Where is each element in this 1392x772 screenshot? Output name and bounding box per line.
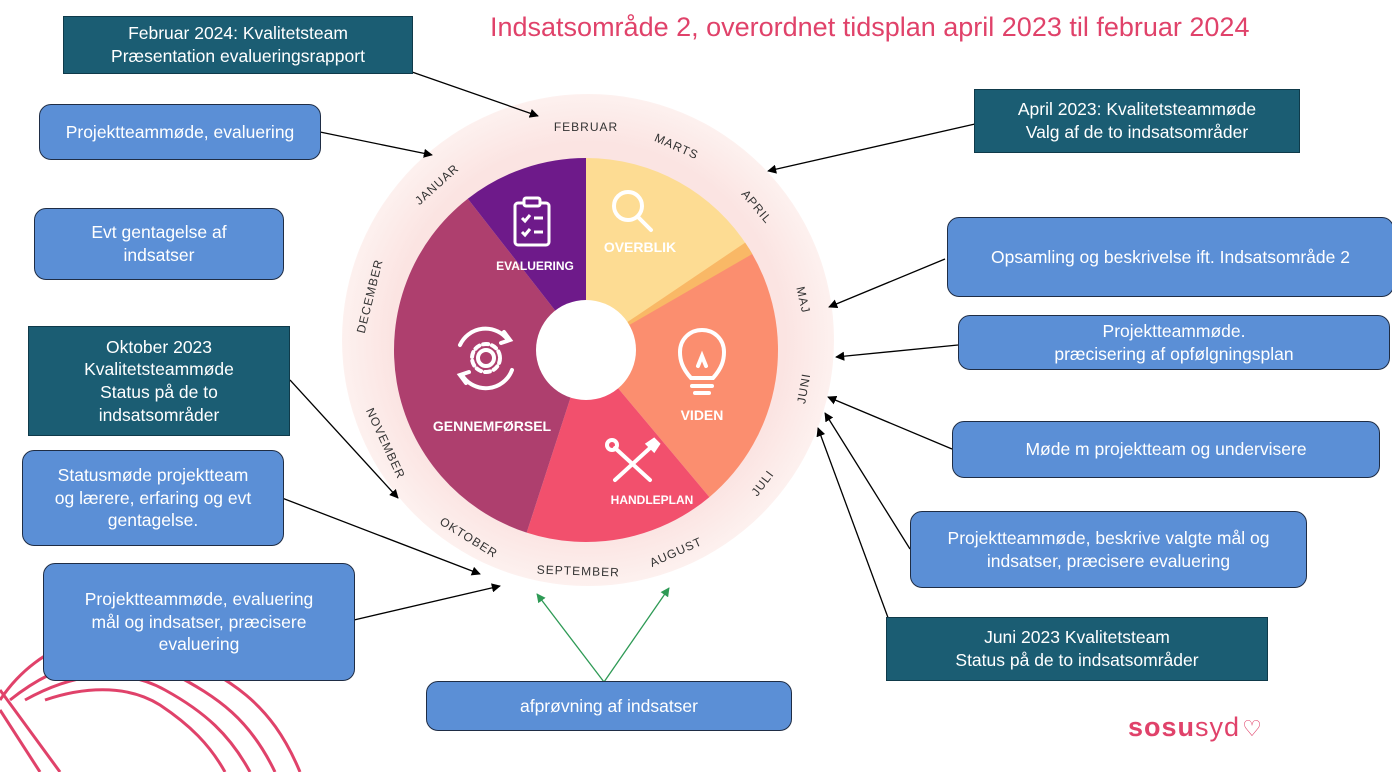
logo-light-text: syd (1195, 712, 1241, 742)
month-label-september: SEPTEMBER (537, 563, 620, 580)
arrow-maj (828, 258, 946, 309)
box-opsamling: Opsamling og beskrivelse ift. Indsatsomr… (947, 217, 1392, 297)
box-statusmoede: Statusmøde projektteam og lærere, erfari… (22, 450, 284, 546)
page-title: Indsatsområde 2, overordnet tidsplan apr… (490, 12, 1250, 42)
box-oktober-2023: Oktober 2023 Kvalitetsteammøde Status på… (28, 326, 290, 436)
arrow-juli (824, 412, 911, 550)
tools-icon (605, 437, 661, 482)
arrow-september-2 (353, 583, 501, 621)
logo-bold-text: sosu (1128, 712, 1196, 742)
month-label-februar: FEBRUAR (554, 120, 618, 134)
arrow-green-september (536, 593, 605, 683)
arrow-juni (835, 344, 959, 361)
box-moede-undervisere: Møde m projektteam og undervisere (952, 421, 1380, 478)
box-juni-2023: Juni 2023 Kvalitetsteam Status på de to … (886, 617, 1268, 681)
wheel-hub (536, 300, 636, 400)
box-evt-gentagelse: Evt gentagelse af indsatser (34, 208, 284, 280)
box-projektteammoede-evaluering: Projektteammøde, evaluering (39, 104, 321, 160)
arrow-september (281, 497, 481, 576)
box-february-2024: Februar 2024: Kvalitetsteam Præsentation… (63, 16, 413, 74)
box-projektteammoede-evaluering-maal: Projektteammøde, evaluering mål og indsa… (43, 563, 355, 681)
magnifier-icon (612, 190, 653, 232)
segment-evaluering (467, 158, 586, 350)
month-label-juni: JUNI (794, 372, 813, 405)
heart-outline-icon: ♡ (1242, 716, 1262, 741)
segment-label-overblik: OVERBLIK (604, 239, 676, 255)
arrow-april (767, 123, 976, 174)
month-label-maj: MAJ (793, 285, 813, 314)
gear-cycle-icon (456, 326, 514, 391)
connector-arrows (281, 71, 976, 683)
segment-label-viden: VIDEN (681, 407, 724, 423)
arrow-feb (411, 71, 539, 118)
lightbulb-icon (677, 327, 727, 395)
sosusyd-logo: sosusyd♡ (1128, 712, 1262, 743)
arrow-juni-2 (827, 395, 953, 450)
box-projektteammoede-praecisering: Projektteammøde. præcisering af opfølgni… (958, 315, 1390, 370)
arrow-oktober (289, 379, 399, 499)
segment-overblik (586, 158, 749, 350)
segment-label-gennemførsel: GENNEMFØRSEL (433, 418, 552, 434)
segment-label-handleplan: HANDLEPLAN (611, 493, 694, 507)
segment-label-evaluering: EVALUERING (496, 259, 574, 273)
segment-viden (586, 248, 778, 498)
arrow-juli-2 (816, 427, 891, 624)
box-afproevning: afprøvning af indsatser (426, 681, 792, 731)
clipboard-checklist-icon (513, 196, 551, 247)
box-projektteammoede-beskrive: Projektteammøde, beskrive valgte mål og … (910, 511, 1307, 588)
box-april-2023: April 2023: Kvalitetsteammøde Valg af de… (974, 89, 1300, 153)
arrow-green-august (603, 587, 670, 683)
arrow-januar (319, 131, 433, 158)
